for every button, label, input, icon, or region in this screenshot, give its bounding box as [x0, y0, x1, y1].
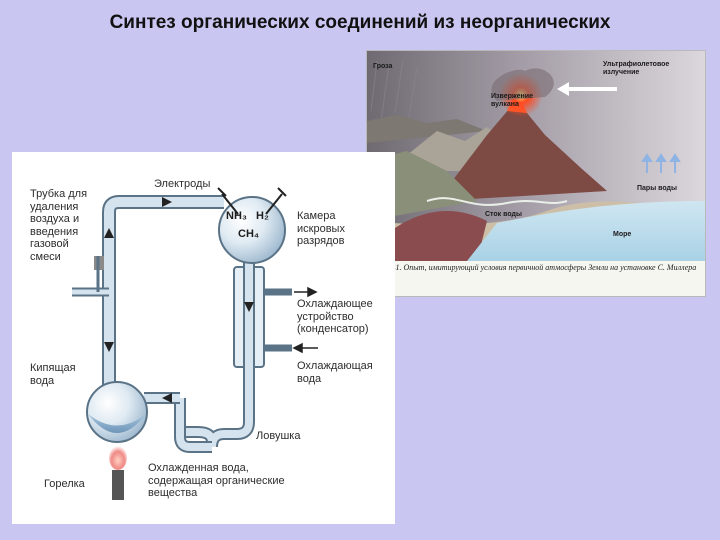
formula-nh3: NH₃	[226, 210, 247, 222]
formula-ch4: CH₄	[238, 228, 260, 240]
early-earth-illustration: Гроза Ультрафиолетовое излучение Изверже…	[366, 50, 706, 297]
label-sea: Море	[613, 231, 632, 238]
label-eruption: Извержение вулкана	[491, 93, 533, 108]
back-mountains	[367, 115, 487, 143]
label-uv-radiation: Ультрафиолетовое излучение	[603, 61, 670, 76]
foreground-hill	[367, 211, 487, 261]
figure-caption: Рис. 141. Опыт, имитирующий условия перв…	[371, 263, 697, 272]
label-burner: Горелка	[44, 478, 85, 490]
label-cooling-device: Охлаждающее устройство (конденсатор)	[297, 298, 373, 335]
burner-flame	[109, 446, 127, 470]
tube-fill-top	[104, 197, 224, 387]
landscape-scene	[367, 51, 705, 261]
label-thunderstorm: Гроза	[373, 63, 393, 70]
ash-cloud	[491, 68, 554, 101]
electrode-left	[221, 193, 239, 215]
uv-arrow	[557, 82, 617, 96]
electrode-right	[265, 193, 283, 215]
miller-apparatus-diagram: Трубка для удаления воздуха и введения г…	[12, 152, 395, 524]
slide-title: Синтез органических соединений из неорга…	[109, 12, 611, 33]
flow-arrows	[104, 197, 254, 403]
sea	[467, 201, 705, 261]
electrode-terminals	[217, 187, 287, 197]
trap	[176, 398, 212, 451]
boiling-water-fill	[88, 414, 146, 433]
burner-body	[112, 470, 124, 500]
label-tube: Трубка для удаления воздуха и введения г…	[30, 188, 88, 263]
label-spark-chamber: Камера искровых разрядов	[297, 210, 345, 247]
label-trap: Ловушка	[256, 430, 301, 442]
label-cooling-water: Охлаждающая вода	[297, 360, 373, 385]
rain-streaks	[370, 58, 418, 122]
label-cooled-water: Охлажденная вода, содержащая органически…	[148, 462, 285, 499]
label-water-vapor: Пары воды	[637, 185, 677, 192]
tube-outline-top	[102, 195, 224, 387]
spark-chamber	[218, 196, 286, 264]
formula-h2: H₂	[256, 210, 269, 222]
label-boiling-water: Кипящая вода	[30, 362, 76, 387]
label-electrodes: Электроды	[154, 178, 211, 190]
apparatus-drawing	[72, 187, 318, 500]
water-runoff	[426, 197, 568, 206]
vapor-arrows	[641, 153, 681, 173]
return-tube	[180, 392, 253, 448]
label-water-runoff: Сток воды	[485, 211, 522, 218]
volcano	[437, 109, 607, 201]
coolant-arrows	[292, 286, 318, 354]
